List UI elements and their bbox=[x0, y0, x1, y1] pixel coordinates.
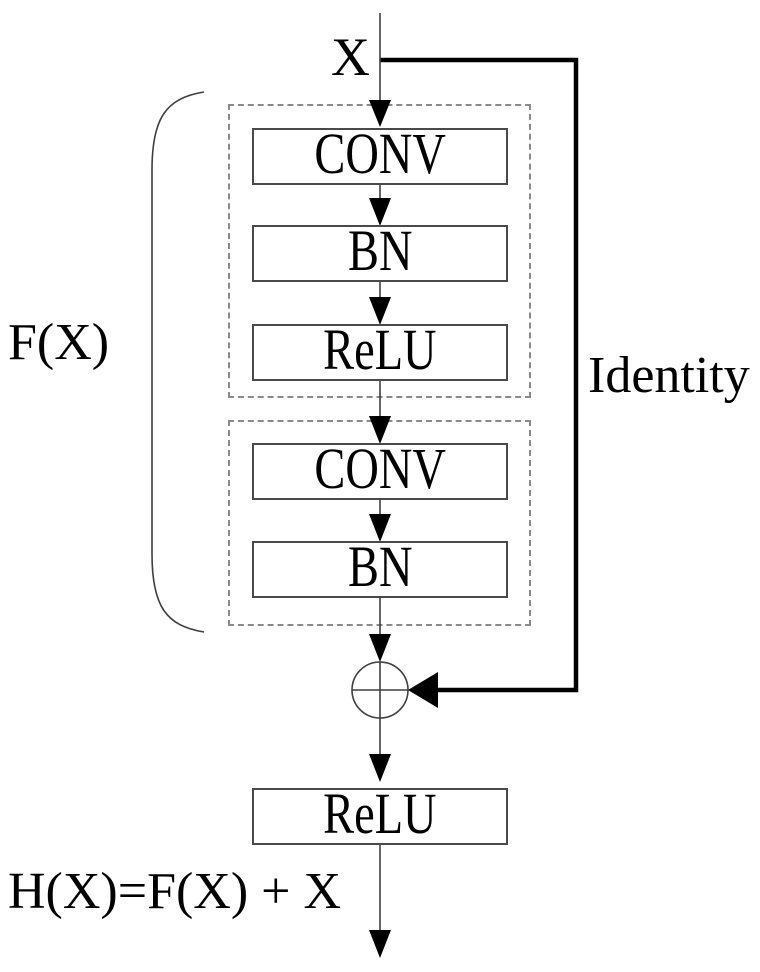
equation-label: H(X)=F(X) + X bbox=[8, 863, 342, 920]
arrowhead-into-relu1-icon bbox=[369, 297, 391, 325]
output-arrowhead-icon bbox=[369, 930, 391, 958]
output-relu-label: ReLU bbox=[323, 780, 437, 846]
relu1-label: ReLU bbox=[323, 316, 437, 382]
conv1-label: CONV bbox=[314, 120, 446, 186]
fx-brace bbox=[151, 91, 205, 633]
conv1-block: CONV bbox=[252, 124, 508, 185]
input-x-label: X bbox=[331, 27, 370, 87]
identity-arrowhead-icon bbox=[408, 672, 438, 708]
arrowhead-into-sum-icon bbox=[369, 634, 391, 662]
bn1-block: BN bbox=[252, 221, 508, 282]
conv2-label: CONV bbox=[314, 435, 446, 501]
arrowhead-into-conv2-icon bbox=[369, 416, 391, 444]
arrowhead-into-conv1-icon bbox=[369, 100, 391, 127]
conv2-block: CONV bbox=[252, 439, 508, 500]
bn2-label: BN bbox=[347, 533, 413, 599]
identity-label: Identity bbox=[588, 347, 750, 404]
arrowhead-into-bn2-icon bbox=[369, 514, 391, 542]
output-relu-block: ReLU bbox=[252, 784, 508, 845]
relu1-block: ReLU bbox=[252, 320, 508, 381]
bn2-block: BN bbox=[252, 537, 508, 598]
fx-label: F(X) bbox=[8, 314, 110, 371]
identity-path bbox=[380, 57, 579, 693]
bn1-label: BN bbox=[347, 217, 413, 283]
arrowhead-into-reluout-icon bbox=[369, 754, 391, 782]
arrowhead-into-bn1-icon bbox=[369, 198, 391, 226]
